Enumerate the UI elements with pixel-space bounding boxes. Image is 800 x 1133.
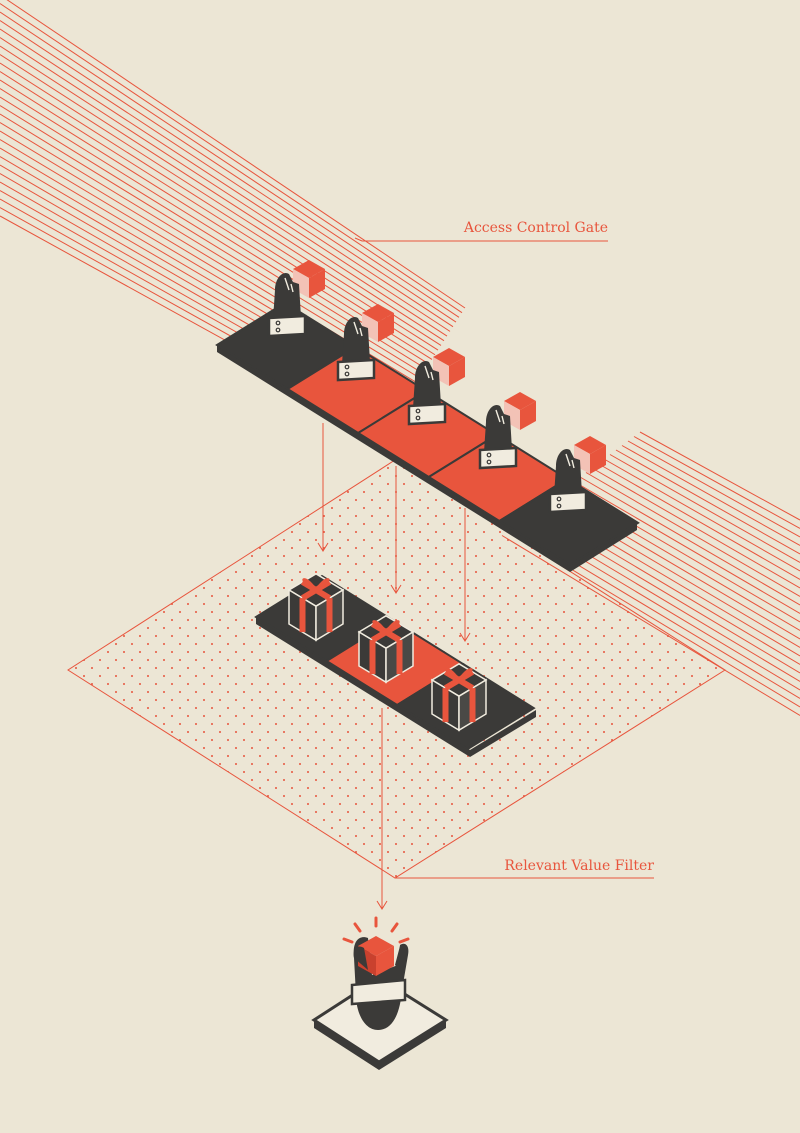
gift-box-icon: [357, 614, 415, 684]
stripe-line: [627, 440, 800, 538]
access-gate-callout: Access Control Gate: [354, 220, 608, 242]
access-gate-label: Access Control Gate: [463, 220, 608, 236]
gift-box-icon: [287, 572, 345, 642]
arrowhead-gate-2: [390, 584, 402, 594]
stripe-line: [597, 463, 800, 580]
arrowhead-gate-3: [459, 632, 471, 642]
stripe-line: [621, 445, 800, 546]
hand-holding-box-icon: [407, 348, 465, 426]
access-gate-platform: [215, 301, 640, 572]
gate-platform-side-left: [217, 345, 570, 572]
stripe-line: [633, 436, 800, 529]
arrowhead-filter: [376, 900, 388, 910]
hand-holding-box-icon: [548, 436, 606, 514]
arrowhead-gate-1: [317, 542, 329, 552]
gate-slot-5: [497, 477, 640, 567]
filter-platform-side-left: [256, 617, 470, 757]
hand-holding-cube-icon: [342, 916, 410, 1030]
hand-holding-box-icon: [267, 260, 325, 338]
stripe-line: [0, 54, 445, 342]
stripe-line: [0, 11, 460, 318]
stripe-line: [0, 3, 463, 314]
stripe-line: [639, 431, 800, 521]
stripe-line: [0, 62, 442, 346]
stripe-line: [0, 71, 439, 351]
output-platform-side-left: [314, 1020, 379, 1070]
stripe-field-top: [0, 0, 466, 430]
value-filter-callout: Relevant Value Filter: [395, 858, 654, 879]
hand-holding-box-icon: [336, 304, 394, 382]
stripe-field-right: [501, 431, 800, 716]
flow-arrows: [317, 423, 471, 910]
stripe-line: [0, 88, 433, 360]
stripe-line: [0, 79, 436, 356]
gate-hands: [267, 260, 606, 514]
gift-boxes: [287, 572, 488, 732]
gift-box-icon: [430, 662, 488, 732]
hand-holding-box-icon: [478, 392, 536, 470]
stripe-line: [585, 472, 800, 597]
gate-platform-side-right: [570, 523, 637, 572]
filter-platform-side-right: [470, 710, 536, 757]
stripe-line: [609, 454, 800, 563]
stripe-line: [0, 20, 457, 323]
stripe-line: [0, 28, 454, 328]
stripe-line: [591, 467, 800, 589]
stripe-line: [615, 449, 800, 555]
stripe-line: [579, 476, 800, 606]
stripe-line: [573, 481, 800, 614]
value-filter-label: Relevant Value Filter: [504, 858, 654, 874]
stripe-line: [603, 458, 800, 572]
stripe-line: [6, 0, 466, 309]
output-platform-side-right: [379, 1020, 446, 1070]
stripe-line: [0, 37, 451, 332]
stripe-line: [0, 45, 448, 337]
